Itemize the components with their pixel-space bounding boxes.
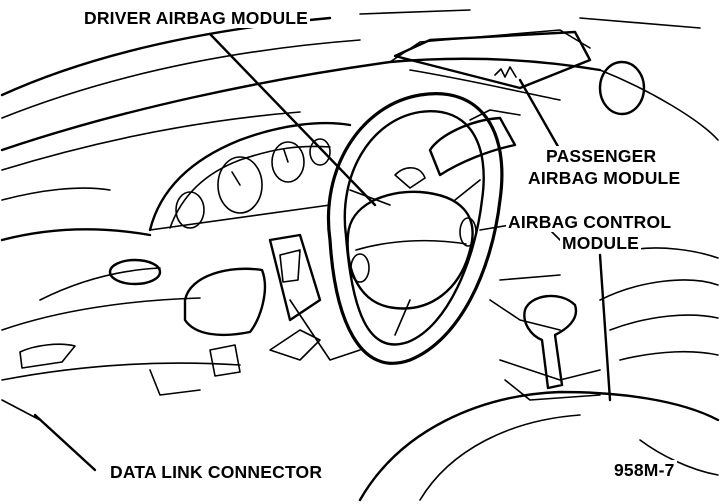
console-seats: [358, 247, 720, 502]
passenger-airbag-callout-line2: AIRBAG MODULE: [526, 168, 683, 188]
passenger-vent: [598, 60, 646, 116]
figure-code: 958M-7: [612, 460, 677, 480]
control-module-callout-line2: MODULE: [560, 233, 642, 253]
data-link-callout: DATA LINK CONNECTOR: [108, 462, 325, 482]
center-stack: [394, 109, 561, 331]
leader-lines: [33, 32, 612, 472]
driver-airbag-callout: DRIVER AIRBAG MODULE: [82, 8, 311, 28]
center-left-vent: [183, 267, 267, 337]
passenger-airbag-door: [393, 30, 592, 90]
instrument-cluster: [148, 121, 352, 232]
gear-shifter: [499, 294, 601, 401]
steering-wheel: [326, 92, 504, 365]
left-dash: [0, 187, 241, 421]
steering-column: [209, 233, 361, 377]
driver-airbag-hub: [346, 190, 477, 310]
passenger-airbag-callout-line1: PASSENGER: [544, 146, 659, 166]
control-module-callout-line1: AIRBAG CONTROL: [506, 212, 674, 232]
